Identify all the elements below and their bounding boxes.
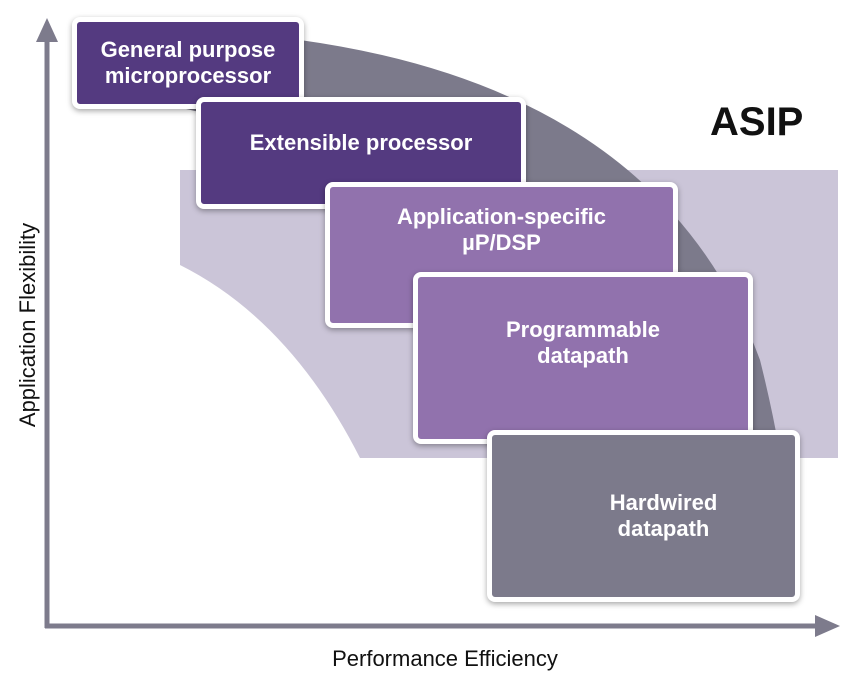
x-axis-arrowhead-icon	[815, 615, 840, 637]
box-general-purpose-microprocessor: General purpose microprocessor	[72, 17, 304, 109]
box-label: Application-specific µP/DSP	[396, 204, 607, 255]
box-label: Extensible processor	[249, 130, 473, 155]
box-label: General purpose microprocessor	[100, 37, 276, 88]
design-space-arc	[140, 40, 790, 560]
box-hardwired-datapath: Hardwired datapath	[487, 430, 800, 602]
box-label: Hardwired datapath	[609, 490, 718, 541]
y-axis-arrowhead-icon	[36, 18, 58, 42]
x-axis-label: Performance Efficiency	[332, 646, 558, 671]
asip-title: ASIP	[710, 100, 804, 144]
box-programmable-datapath: Programmable datapath	[413, 272, 753, 444]
box-label: Programmable datapath	[505, 317, 661, 368]
y-axis-label: Application Flexibility	[15, 222, 40, 428]
